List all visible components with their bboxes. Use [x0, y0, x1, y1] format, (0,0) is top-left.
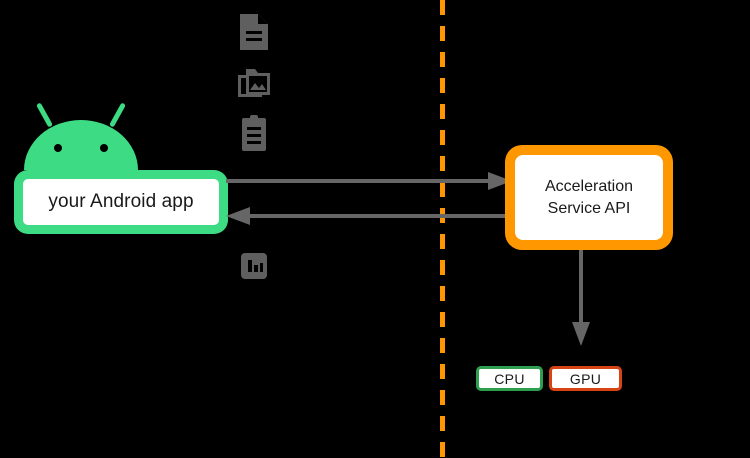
arrow-api-to-app	[226, 207, 512, 225]
android-app-box-inner: your Android app	[23, 179, 219, 225]
process-boundary-divider	[440, 0, 445, 458]
api-label-line1: Acceleration	[544, 177, 634, 195]
document-icon	[240, 14, 268, 50]
photos-icon	[238, 69, 270, 97]
android-app-box[interactable]: your Android app	[14, 170, 228, 234]
backend-chip-cpu[interactable]: CPU	[476, 366, 543, 391]
clipboard-icon	[242, 115, 266, 151]
backend-chip-gpu[interactable]: GPU	[549, 366, 622, 391]
backend-chip-cpu-label: CPU	[494, 370, 525, 387]
android-robot-icon	[24, 103, 138, 170]
robot-eye-left	[54, 144, 62, 152]
acceleration-service-api-box[interactable]: Acceleration Service API	[505, 145, 673, 250]
api-label-line2: Service API	[547, 199, 631, 217]
arrow-api-to-backends	[572, 250, 590, 346]
chart-icon	[241, 253, 267, 279]
robot-eye-right	[100, 144, 108, 152]
acceleration-service-api-inner: Acceleration Service API	[515, 155, 663, 240]
backend-chip-gpu-label: GPU	[569, 370, 602, 387]
android-app-label: your Android app	[48, 191, 194, 212]
arrow-app-to-api	[226, 172, 512, 190]
